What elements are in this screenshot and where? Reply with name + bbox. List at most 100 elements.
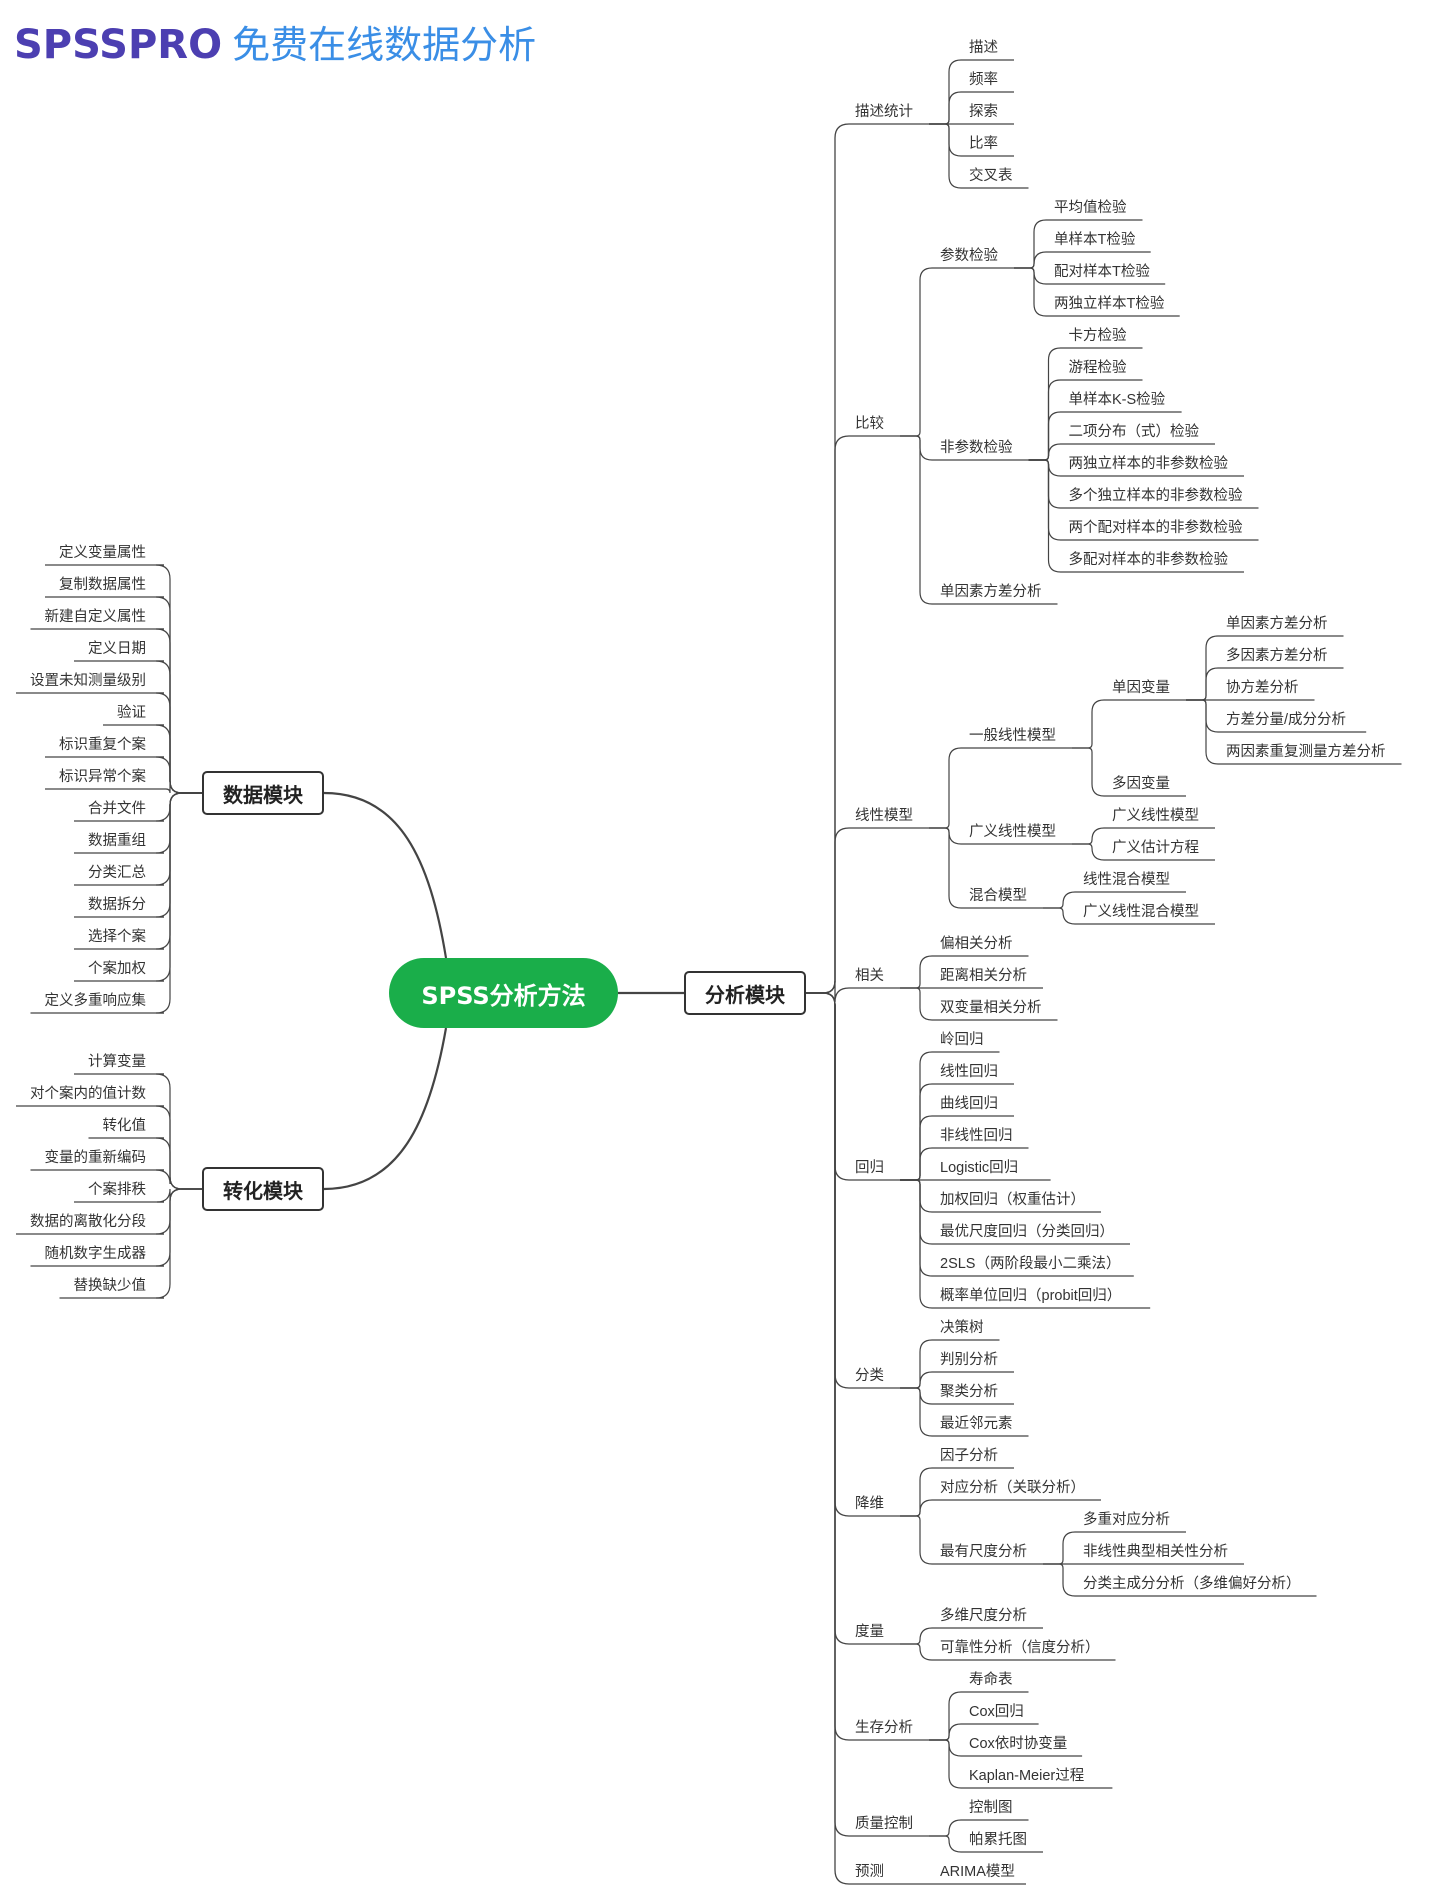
node-label: 非线性典型相关性分析 bbox=[1083, 1543, 1228, 1560]
node-label: 2SLS（两阶段最小二乘法） bbox=[940, 1255, 1120, 1272]
node-label: 广义线性模型 bbox=[969, 823, 1056, 840]
node-label: 游程检验 bbox=[1069, 359, 1127, 376]
branch-line bbox=[900, 987, 936, 1021]
node-label: Cox回归 bbox=[969, 1703, 1024, 1720]
data-item-connector bbox=[155, 756, 202, 794]
node-label: 多重对应分析 bbox=[1083, 1510, 1170, 1528]
node-label: 岭回归 bbox=[940, 1031, 984, 1048]
branch-line bbox=[929, 1691, 965, 1741]
node-label: 对应分析（关联分析） bbox=[940, 1478, 1085, 1496]
transform-item-label: 数据的离散化分段 bbox=[30, 1213, 146, 1230]
node-label: Cox依时协变量 bbox=[969, 1735, 1067, 1752]
node-label: 非参数检验 bbox=[940, 439, 1013, 456]
category-connector bbox=[806, 123, 851, 994]
branch-line bbox=[1028, 459, 1065, 477]
branch-line bbox=[900, 1179, 936, 1213]
data-item-connector bbox=[164, 780, 202, 794]
branch-line bbox=[900, 435, 936, 461]
branch-line bbox=[900, 1147, 936, 1181]
branch-line bbox=[1028, 459, 1065, 541]
category-connector bbox=[806, 992, 851, 1517]
category-label: 分类 bbox=[855, 1367, 884, 1384]
data-item-connector bbox=[155, 792, 202, 854]
branch-line bbox=[929, 123, 965, 189]
node-label: 一般线性模型 bbox=[969, 727, 1056, 744]
category-label: 预测 bbox=[855, 1863, 884, 1880]
branch-line bbox=[900, 1179, 936, 1277]
node-label: 因子分析 bbox=[940, 1447, 998, 1464]
node-label: 可靠性分析（信度分析） bbox=[940, 1639, 1100, 1656]
module-transform: 转化模块 bbox=[202, 1167, 324, 1211]
transform-item-label: 替换缺少值 bbox=[74, 1277, 147, 1294]
data-item-connector bbox=[155, 792, 202, 950]
data-item-connector bbox=[155, 660, 202, 794]
category-connector bbox=[806, 992, 851, 1885]
branch-line bbox=[929, 1739, 965, 1757]
branch-line bbox=[929, 1739, 965, 1789]
branch-line bbox=[900, 267, 936, 437]
category-label: 线性模型 bbox=[855, 807, 913, 824]
category-connector bbox=[806, 992, 851, 1389]
node-label: ARIMA模型 bbox=[940, 1863, 1015, 1880]
transform-item-label: 变量的重新编码 bbox=[45, 1149, 147, 1166]
node-label: 单因变量 bbox=[1112, 679, 1170, 696]
node-label: 决策树 bbox=[940, 1319, 984, 1336]
category-connector bbox=[806, 827, 851, 994]
category-label: 相关 bbox=[855, 967, 884, 984]
transform-item-connector bbox=[155, 1188, 202, 1299]
category-label: 回归 bbox=[855, 1159, 884, 1176]
node-label: 最有尺度分析 bbox=[940, 1543, 1027, 1560]
node-label: 双变量相关分析 bbox=[940, 999, 1042, 1016]
category-label: 降维 bbox=[855, 1495, 884, 1512]
branch-line bbox=[900, 1515, 936, 1565]
branch-line bbox=[900, 955, 936, 989]
data-item-connector bbox=[155, 692, 202, 794]
branch-line bbox=[929, 747, 965, 829]
branch-line bbox=[1028, 379, 1065, 461]
node-label: 两个配对样本的非参数检验 bbox=[1069, 519, 1243, 536]
branch-line bbox=[1043, 1563, 1079, 1597]
data-item-label: 分类汇总 bbox=[88, 864, 146, 881]
node-label: 控制图 bbox=[969, 1799, 1013, 1816]
node-label: 聚类分析 bbox=[940, 1383, 998, 1400]
node-label: 探索 bbox=[969, 103, 998, 120]
transform-item-connector bbox=[156, 1188, 202, 1203]
data-item-label: 标识重复个案 bbox=[59, 735, 146, 753]
node-label: 广义估计方程 bbox=[1112, 839, 1199, 856]
branch-line bbox=[1028, 347, 1065, 461]
data-item-label: 设置未知测量级别 bbox=[30, 672, 146, 689]
data-item-connector bbox=[155, 792, 202, 918]
data-item-label: 定义日期 bbox=[88, 640, 146, 657]
branch-line bbox=[1014, 267, 1050, 317]
branch-line bbox=[1028, 459, 1065, 573]
node-label: 平均值检验 bbox=[1054, 199, 1127, 216]
category-connector bbox=[806, 992, 851, 1645]
node-label: Kaplan-Meier过程 bbox=[969, 1767, 1084, 1784]
data-item-label: 标识异常个案 bbox=[59, 767, 146, 785]
category-connector bbox=[806, 992, 851, 1181]
node-label: 广义线性混合模型 bbox=[1083, 903, 1199, 920]
brand-name: SPSSPRO bbox=[14, 22, 223, 68]
branch-line bbox=[900, 1387, 936, 1405]
data-item-label: 复制数据属性 bbox=[59, 575, 146, 593]
transform-item-label: 对个案内的值计数 bbox=[30, 1084, 146, 1102]
branch-line bbox=[900, 1339, 936, 1389]
data-item-label: 定义多重响应集 bbox=[45, 991, 147, 1009]
node-label: 二项分布（式）检验 bbox=[1069, 423, 1200, 440]
node-label: 距离相关分析 bbox=[940, 967, 1027, 984]
category-connector bbox=[806, 435, 851, 994]
branch-line bbox=[900, 1627, 936, 1645]
node-label: 混合模型 bbox=[969, 887, 1027, 904]
module-analysis: 分析模块 bbox=[684, 971, 806, 1015]
transform-item-label: 计算变量 bbox=[88, 1053, 146, 1070]
transform-item-connector bbox=[155, 1188, 202, 1235]
category-connector bbox=[806, 992, 851, 1741]
branch-line bbox=[929, 123, 965, 157]
category-connector bbox=[806, 980, 851, 1003]
branch-line bbox=[900, 1387, 936, 1437]
node-label: 两独立样本的非参数检验 bbox=[1069, 455, 1229, 472]
branch-line bbox=[1186, 667, 1222, 701]
node-label: 交叉表 bbox=[969, 166, 1013, 184]
